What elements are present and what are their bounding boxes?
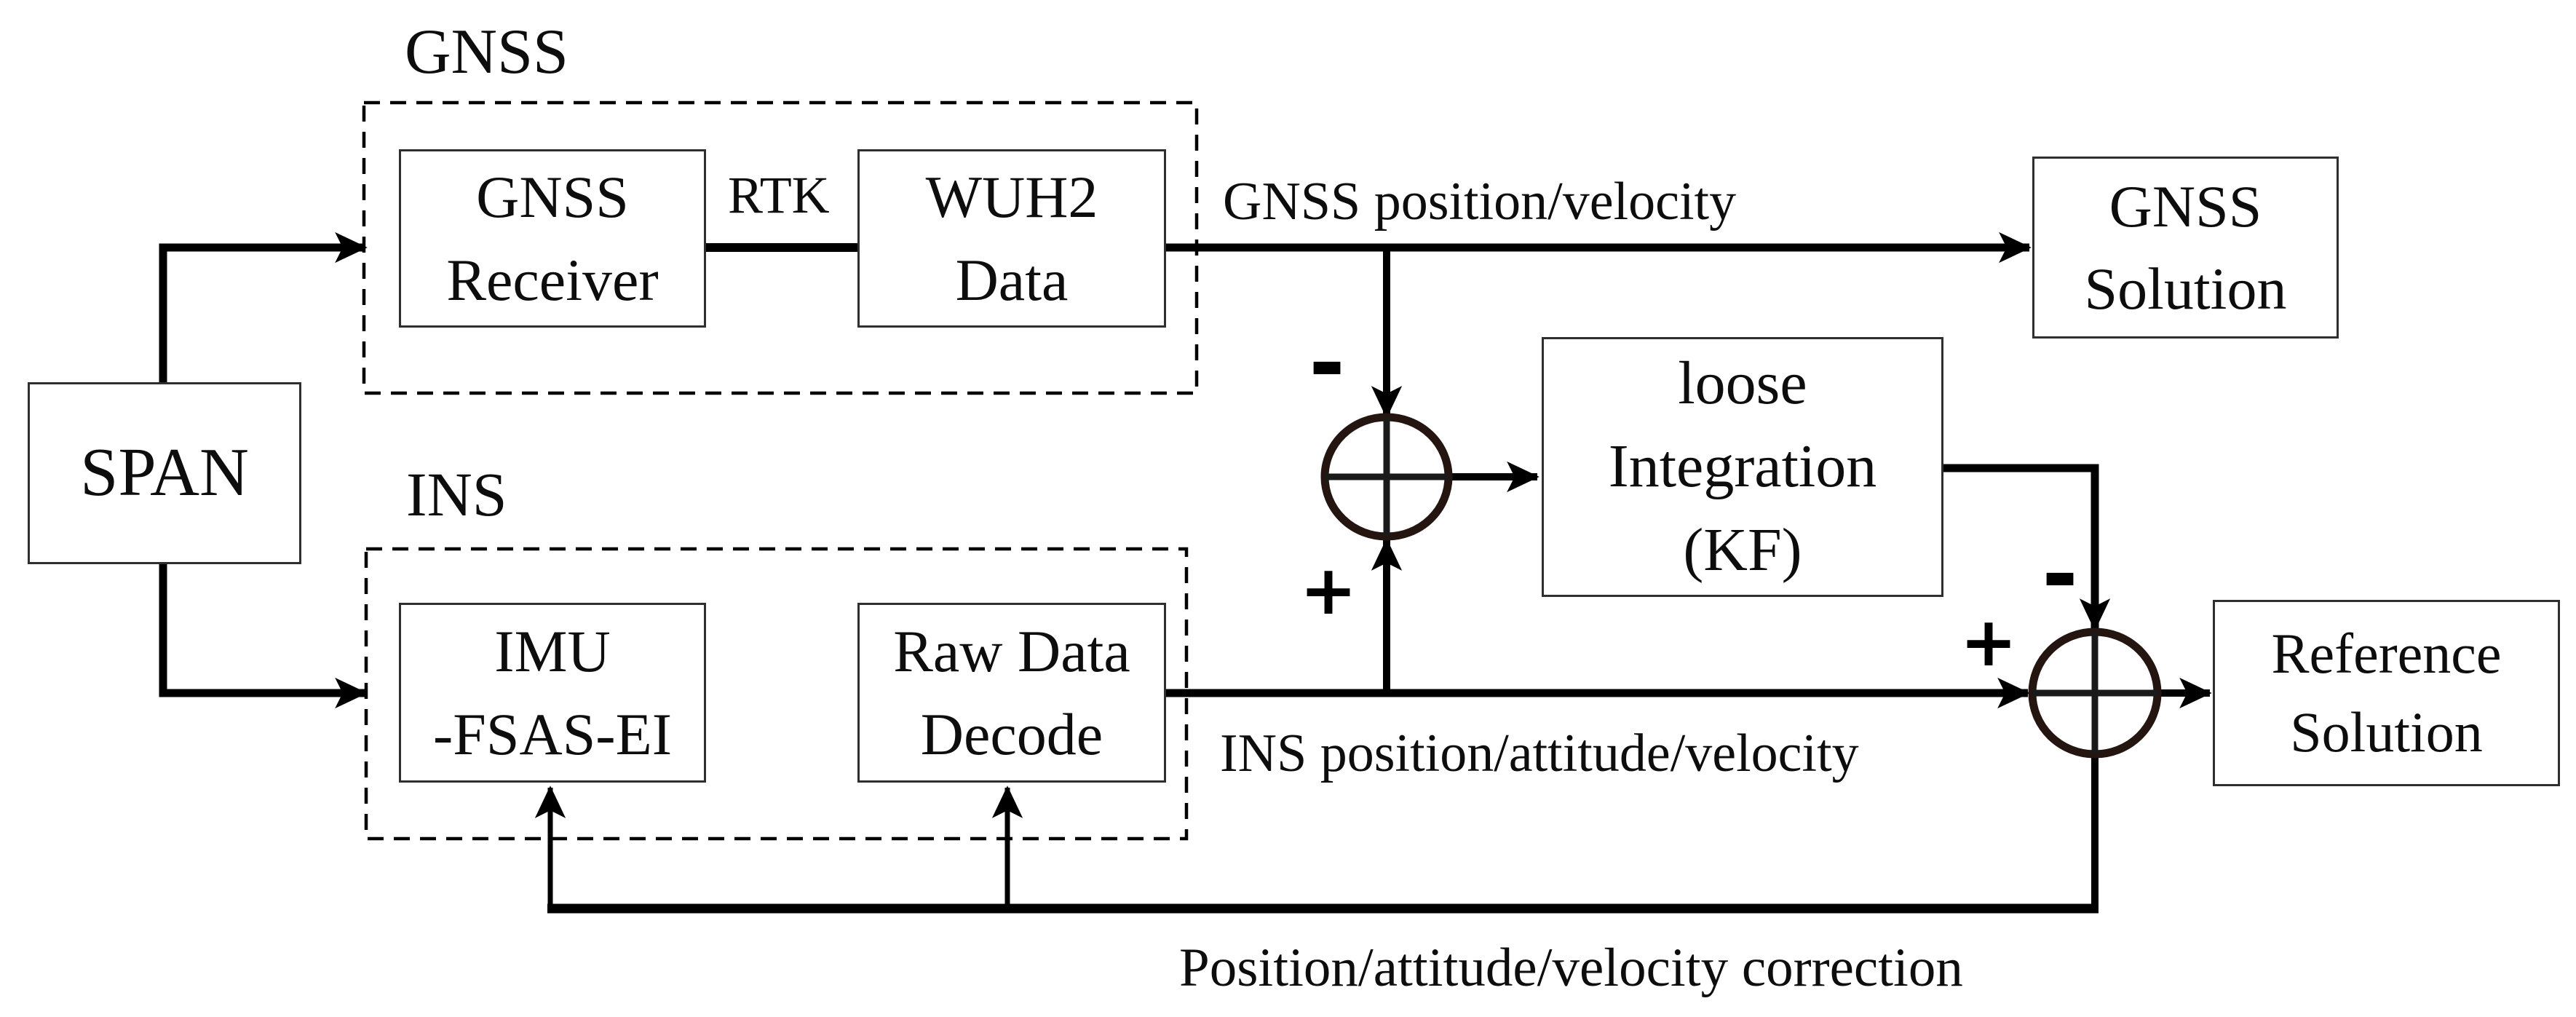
span-box: SPAN [28, 382, 301, 564]
imu-fsas-box: IMU -FSAS-EI [399, 603, 706, 783]
gnss-receiver-label-line2: Receiver [446, 246, 659, 313]
imu-fsas-label-line2: -FSAS-EI [432, 700, 673, 767]
sum1-plus-sign: + [1299, 551, 1358, 630]
reference-solution-box: Reference Solution [2213, 600, 2560, 786]
reference-solution-label-line1: Reference [2271, 622, 2502, 686]
rtk-label: RTK [728, 166, 830, 224]
loose-integration-label-line2: Integration [1608, 432, 1877, 501]
raw-data-decode-label-line1: Raw Data [893, 618, 1130, 685]
sum1-minus-sign: - [1309, 313, 1345, 414]
wuh2-data-box: WUH2 Data [857, 149, 1166, 328]
span-box-label: SPAN [80, 435, 249, 511]
arrow-span-to-imu [159, 564, 368, 709]
wuh2-data-label-line2: Data [955, 246, 1069, 313]
arrow-loose-integration-to-sum2 [1943, 464, 2111, 631]
gnss-receiver-box: GNSS Receiver [399, 149, 706, 328]
loose-integration-label-line1: loose [1678, 349, 1807, 418]
loose-integration-label-line3: (KF) [1683, 515, 1802, 584]
arrow-span-to-gnss-receiver [159, 232, 368, 382]
gnss-solution-box: GNSS Solution [2032, 157, 2339, 339]
raw-data-decode-label-line2: Decode [920, 700, 1103, 767]
gnss-solution-label-line2: Solution [2084, 256, 2287, 322]
correction-label: Position/attitude/velocity correction [1179, 938, 1963, 998]
wuh2-data-label-line1: WUH2 [925, 164, 1098, 231]
ins-group-label: INS [406, 459, 507, 529]
raw-data-decode-box: Raw Data Decode [857, 603, 1166, 783]
gnss-receiver-label-line1: GNSS [476, 164, 629, 231]
gnss-solution-label-line1: GNSS [2109, 173, 2262, 240]
sum2-plus-sign: + [1959, 603, 2018, 682]
ins-position-attitude-velocity-label: INS position/attitude/velocity [1220, 724, 1859, 783]
imu-fsas-label-line1: IMU [494, 618, 611, 685]
gnss-group-label: GNSS [405, 17, 568, 87]
gnss-position-velocity-label: GNSS position/velocity [1223, 172, 1737, 232]
sum2-minus-sign: - [2042, 524, 2078, 625]
reference-solution-label-line2: Solution [2290, 700, 2483, 764]
loose-integration-box: loose Integration (KF) [1542, 337, 1943, 597]
